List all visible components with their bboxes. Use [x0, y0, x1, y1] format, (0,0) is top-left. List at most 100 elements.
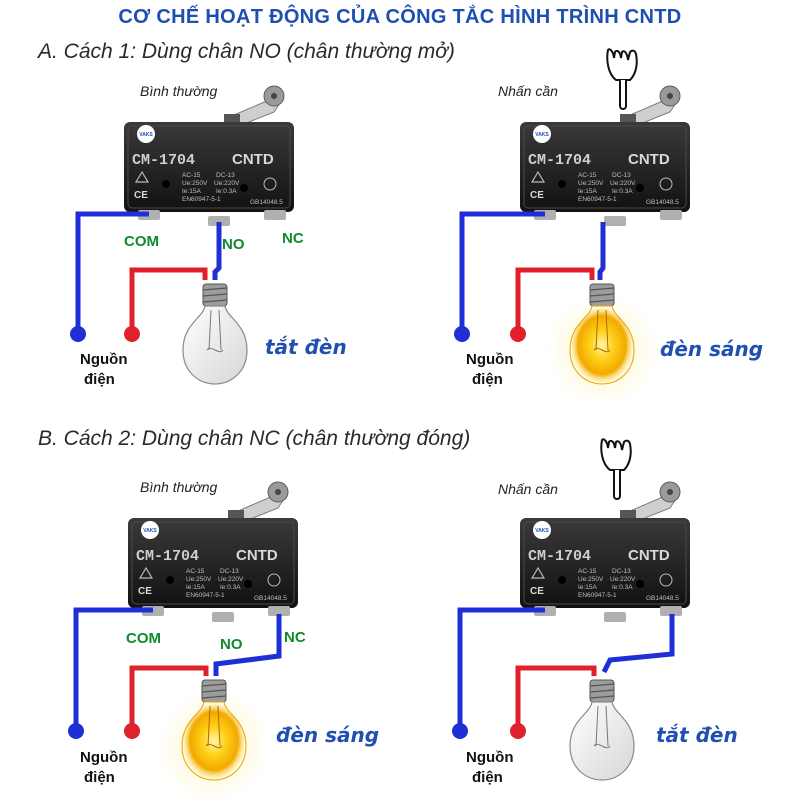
- switch-spec-ue-ac: Ue:250V: [578, 180, 604, 187]
- wire-com: [75, 211, 149, 330]
- panel-b-pressed: Nhấn cần VAKS CM-1704 CNTD CE AC-15: [452, 438, 738, 786]
- switch-standard: EN60947-5-1: [186, 592, 225, 599]
- svg-text:CE: CE: [530, 586, 544, 597]
- wire-nc: [601, 614, 675, 674]
- svg-text:CE: CE: [134, 190, 148, 201]
- hand-pointing-down-icon: [600, 438, 632, 500]
- wire-source: [515, 665, 597, 728]
- switch-gb: GB14048.5: [646, 199, 679, 206]
- limit-switch: VAKS CM-1704 CNTD CE AC-15 DC-13 Ue:250V…: [124, 85, 294, 226]
- switch-logo: VAKS: [535, 132, 549, 138]
- source-terminal-neg: [70, 326, 86, 342]
- pin-nc: NC: [282, 230, 304, 247]
- limit-switch: VAKS CM-1704 CNTD CE AC-15 DC-13 Ue:250V…: [520, 85, 690, 226]
- switch-model: CM-1704: [136, 548, 199, 565]
- source-terminal-neg: [452, 723, 468, 739]
- switch-spec-ue-ac: Ue:250V: [578, 576, 604, 583]
- switch-standard: EN60947-5-1: [578, 592, 617, 599]
- switch-brand: CNTD: [236, 547, 278, 564]
- switch-spec-dc: DC-13: [216, 172, 235, 179]
- source-terminal-neg: [68, 723, 84, 739]
- wire-source: [515, 267, 595, 330]
- state-label: Bình thường: [140, 83, 217, 99]
- state-label: Nhấn cần: [498, 83, 558, 99]
- wire-com: [457, 607, 545, 728]
- page-title: CƠ CHẾ HOẠT ĐỘNG CỦA CÔNG TẮC HÌNH TRÌNH…: [118, 6, 682, 28]
- limit-switch: VAKS CM-1704 CNTD CE AC-15 DC-13 Ue:250V…: [128, 481, 298, 622]
- panel-b-normal: Bình thường VAKS CM-1704 CNTD CE AC-15 D: [68, 479, 379, 800]
- switch-spec-ue-dc: Ue:220V: [610, 180, 636, 187]
- bulb-off-icon: [182, 283, 248, 385]
- source-label-1: Nguồn: [466, 351, 513, 368]
- pin-no: NO: [222, 236, 245, 253]
- panel-a-normal: Bình thường VAKS CM-1704 CNTD CE AC-15 D: [70, 83, 347, 388]
- pin-no: NO: [220, 636, 243, 653]
- pin-com: COM: [126, 630, 161, 647]
- section-b-heading: B. Cách 2: Dùng chân NC (chân thường đón…: [38, 427, 471, 450]
- switch-standard: EN60947-5-1: [182, 196, 221, 203]
- switch-model: CM-1704: [132, 152, 195, 169]
- source-terminal-pos: [124, 723, 140, 739]
- source-label-2: điện: [84, 371, 115, 388]
- source-terminal-pos: [510, 326, 526, 342]
- switch-spec-dc: DC-13: [220, 568, 239, 575]
- source-terminal-pos: [510, 723, 526, 739]
- pin-com: COM: [124, 233, 159, 250]
- switch-spec-ac: AC-15: [578, 172, 597, 179]
- wire-nc: [213, 614, 282, 676]
- switch-spec-ie-dc: Ie:0.3A: [612, 584, 633, 591]
- switch-spec-ie-ac: Ie:15A: [182, 188, 201, 195]
- switch-gb: GB14048.5: [254, 595, 287, 602]
- source-label-1: Nguồn: [466, 749, 513, 766]
- state-label: Bình thường: [140, 479, 217, 495]
- switch-spec-ie-dc: Ie:0.3A: [216, 188, 237, 195]
- lamp-status: đèn sáng: [660, 337, 763, 361]
- source-terminal-neg: [454, 326, 470, 342]
- bulb-on-icon: [543, 283, 661, 409]
- switch-gb: GB14048.5: [250, 199, 283, 206]
- wire-source: [129, 267, 208, 330]
- switch-spec-dc: DC-13: [612, 172, 631, 179]
- wire-com: [73, 607, 153, 728]
- switch-brand: CNTD: [232, 151, 274, 168]
- wire-no: [212, 222, 222, 280]
- lamp-status: tắt đèn: [656, 723, 738, 747]
- switch-spec-ac: AC-15: [578, 568, 597, 575]
- switch-spec-ue-ac: Ue:250V: [182, 180, 208, 187]
- switch-spec-ie-ac: Ie:15A: [186, 584, 205, 591]
- source-label-1: Nguồn: [80, 351, 127, 368]
- wire-com: [459, 211, 545, 330]
- pin-nc: NC: [284, 629, 306, 646]
- lamp-status: đèn sáng: [276, 723, 379, 747]
- hand-pointing-down-icon: [606, 48, 638, 110]
- switch-logo: VAKS: [535, 528, 549, 534]
- state-label: Nhấn cần: [498, 481, 558, 497]
- section-a-heading: A. Cách 1: Dùng chân NO (chân thường mở): [38, 40, 455, 63]
- switch-spec-ac: AC-15: [186, 568, 205, 575]
- limit-switch: VAKS CM-1704 CNTD CE AC-15 DC-13 Ue:250V…: [520, 481, 690, 622]
- source-terminal-pos: [124, 326, 140, 342]
- switch-spec-ue-dc: Ue:220V: [218, 576, 244, 583]
- source-label-2: điện: [472, 371, 503, 388]
- lamp-status: tắt đèn: [265, 335, 347, 359]
- switch-spec-dc: DC-13: [612, 568, 631, 575]
- source-label-2: điện: [472, 769, 503, 786]
- bulb-on-icon: [155, 679, 273, 800]
- switch-spec-ac: AC-15: [182, 172, 201, 179]
- switch-brand: CNTD: [628, 547, 670, 564]
- wire-source: [129, 665, 209, 728]
- switch-spec-ie-ac: Ie:15A: [578, 584, 597, 591]
- switch-spec-ue-ac: Ue:250V: [186, 576, 212, 583]
- switch-brand: CNTD: [628, 151, 670, 168]
- svg-text:CE: CE: [138, 586, 152, 597]
- switch-spec-ie-dc: Ie:0.3A: [220, 584, 241, 591]
- switch-logo: VAKS: [143, 528, 157, 534]
- switch-spec-ie-ac: Ie:15A: [578, 188, 597, 195]
- source-label-2: điện: [84, 769, 115, 786]
- source-label-1: Nguồn: [80, 749, 127, 766]
- switch-logo: VAKS: [139, 132, 153, 138]
- bulb-off-icon: [569, 679, 635, 781]
- switch-spec-ue-dc: Ue:220V: [214, 180, 240, 187]
- switch-model: CM-1704: [528, 152, 591, 169]
